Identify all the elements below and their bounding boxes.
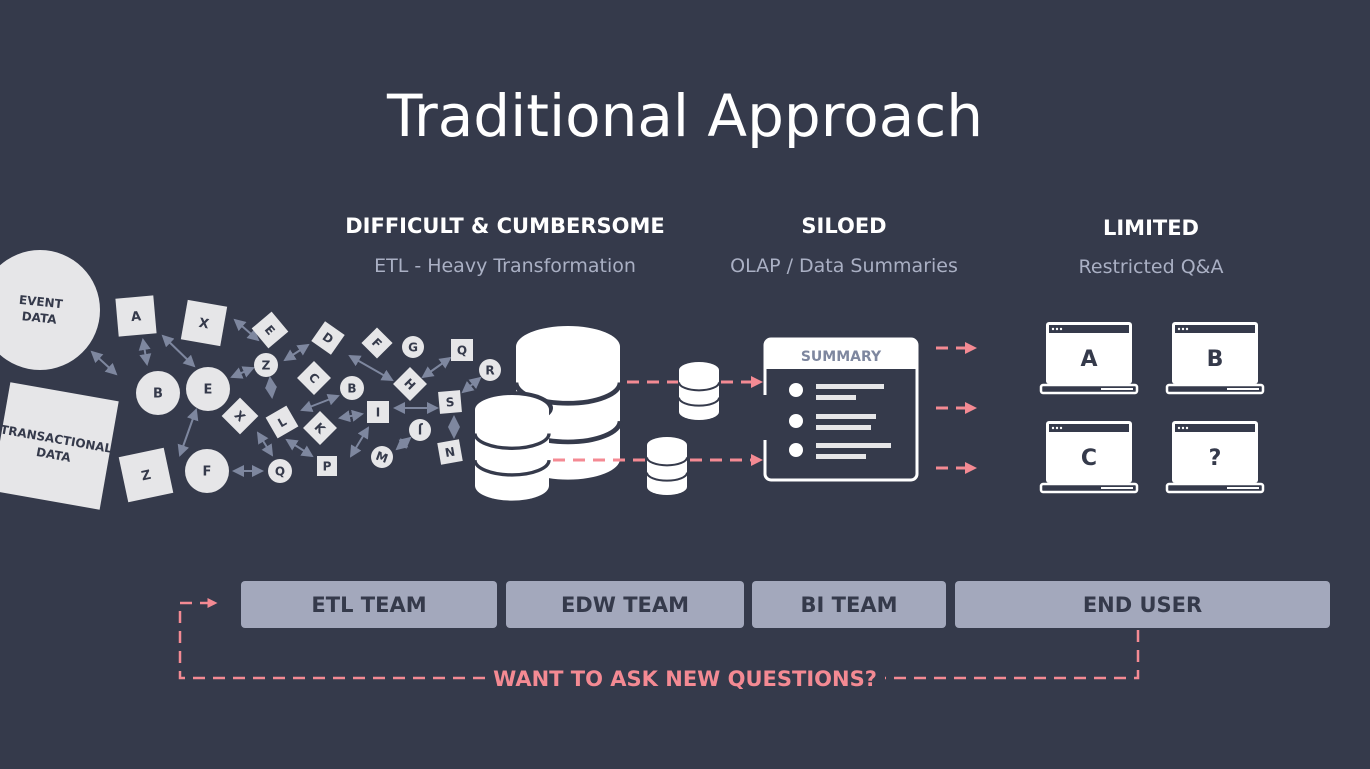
laptop-label: ? — [1209, 446, 1222, 471]
bidirectional-arrow — [90, 350, 118, 376]
data-token: Z — [254, 353, 278, 377]
database-small-1 — [678, 362, 720, 420]
data-token: X — [180, 299, 228, 347]
data-token: S — [438, 390, 462, 414]
token-letter: S — [445, 395, 455, 410]
token-letter: R — [485, 363, 494, 377]
bidirectional-arrow — [300, 394, 340, 412]
stage-subheading-etl: ETL - Heavy Transformation — [374, 255, 636, 277]
data-token: Q — [451, 339, 473, 361]
transform-arrows — [90, 318, 482, 477]
token-letter: X — [198, 316, 210, 333]
bidirectional-arrow — [283, 343, 310, 362]
laptop-label: A — [1080, 347, 1097, 372]
data-token: M — [371, 446, 393, 468]
token-letter: I — [376, 405, 380, 419]
data-token: P — [317, 456, 337, 476]
summary-card: SUMMARY — [762, 337, 919, 482]
token-letter: M — [374, 449, 390, 466]
transactional-label-2: DATA — [35, 445, 72, 465]
bidirectional-arrow — [349, 426, 370, 458]
token-letter: P — [323, 459, 332, 473]
data-token: J — [409, 419, 431, 441]
data-token: N — [437, 439, 463, 465]
bidirectional-arrow — [177, 408, 199, 457]
event-data-source: EVENT DATA — [0, 250, 100, 370]
stage-heading-olap: SILOED — [801, 214, 887, 238]
team-bi: BI TEAM — [752, 581, 946, 628]
feedback-loop-arrow — [178, 598, 1140, 680]
data-token: R — [479, 359, 501, 381]
bidirectional-arrow — [161, 334, 196, 368]
end-user-laptop: B — [1165, 322, 1265, 395]
transactional-data-source: TRANSACTIONAL DATA — [0, 382, 119, 510]
end-user-laptop: A — [1039, 322, 1139, 395]
stage-subheading-olap: OLAP / Data Summaries — [730, 255, 958, 277]
flow-arrows-to-users — [936, 342, 977, 474]
data-token: B — [340, 376, 364, 400]
data-token: L — [265, 405, 299, 439]
data-token: C — [297, 361, 331, 395]
data-token: X — [221, 397, 259, 435]
page-title: Traditional Approach — [387, 82, 983, 150]
token-letter: A — [130, 309, 141, 325]
data-token: B — [136, 371, 180, 415]
bidirectional-arrow — [461, 376, 482, 394]
data-token: F — [185, 449, 229, 493]
data-token: D — [311, 321, 345, 355]
database-medium — [473, 395, 551, 501]
token-letter: Z — [140, 468, 152, 485]
token-letter: J — [418, 423, 423, 437]
stage-heading-etl: DIFFICULT & CUMBERSOME — [345, 214, 665, 238]
token-letter: E — [204, 383, 213, 398]
stage-subheading-end: Restricted Q&A — [1078, 256, 1224, 278]
bidirectional-arrow — [256, 431, 274, 457]
bidirectional-arrow — [230, 366, 255, 379]
database-small-2 — [646, 437, 688, 495]
feedback-question: WANT TO ASK NEW QUESTIONS? — [493, 667, 877, 691]
token-letter: B — [347, 381, 356, 395]
data-token: E — [251, 311, 289, 349]
end-user-laptop: C — [1039, 421, 1139, 494]
bidirectional-arrow — [395, 436, 412, 451]
bidirectional-arrow — [285, 438, 314, 458]
end-user-laptop: ? — [1165, 421, 1265, 494]
data-token: G — [402, 336, 424, 358]
stage-heading-end: LIMITED — [1102, 216, 1199, 240]
token-letter: Z — [262, 358, 271, 372]
bidirectional-arrow — [348, 355, 394, 381]
data-token: H — [393, 367, 427, 401]
laptop-label: B — [1207, 347, 1224, 372]
team-end-user: END USER — [955, 581, 1330, 628]
bidirectional-arrow — [264, 376, 278, 399]
data-token: F — [361, 327, 393, 359]
token-letter: N — [444, 445, 456, 461]
data-token: Z — [118, 447, 174, 503]
flow-arrows-to-summary — [553, 376, 763, 466]
laptop-label: C — [1081, 446, 1097, 471]
event-label-1: EVENT — [18, 293, 64, 312]
bidirectional-arrow — [338, 409, 364, 423]
token-letter: Q — [457, 343, 467, 357]
bidirectional-arrow — [233, 318, 260, 342]
data-token: E — [186, 367, 230, 411]
event-label-2: DATA — [21, 309, 58, 327]
bidirectional-arrow — [138, 338, 152, 366]
bidirectional-arrow — [421, 356, 452, 379]
token-letter: Q — [275, 464, 285, 478]
data-token: A — [115, 295, 157, 337]
data-token: Q — [268, 459, 292, 483]
summary-label: SUMMARY — [801, 349, 882, 365]
team-edw: EDW TEAM — [506, 581, 744, 628]
data-token: K — [303, 411, 337, 445]
team-etl: ETL TEAM — [241, 581, 497, 628]
token-letter: G — [408, 340, 418, 354]
data-token: I — [367, 401, 389, 423]
token-letter: F — [203, 465, 212, 480]
token-letter: B — [153, 387, 163, 402]
